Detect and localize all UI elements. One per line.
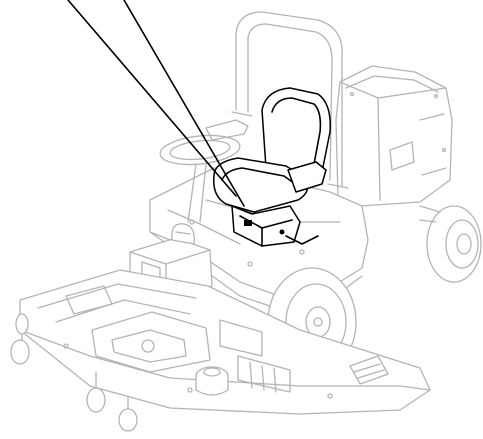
operator-seat (213, 87, 331, 247)
caster-wheels (10, 313, 138, 432)
rear-wheel (419, 205, 482, 283)
mower-body (10, 11, 482, 432)
steering-wheel (159, 119, 249, 223)
spindle-motor (195, 366, 229, 396)
rear-hood (335, 65, 453, 207)
callout-lines (67, 0, 245, 207)
roll-bar (231, 11, 349, 189)
cutting-deck (19, 269, 431, 415)
